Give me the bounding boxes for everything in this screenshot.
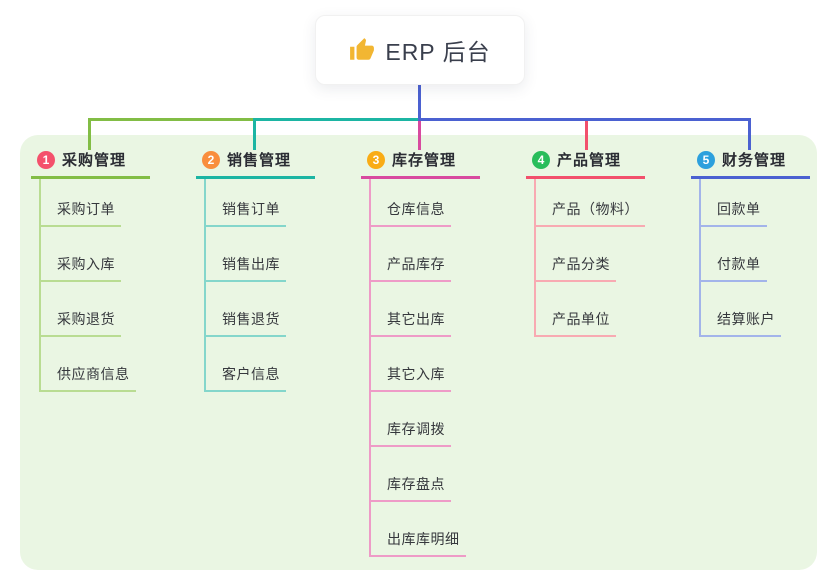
node-purchase-return[interactable]: 采购退货: [41, 282, 121, 337]
branch-purchase: 1 采购管理 采购订单 采购入库 采购退货 供应商信息: [31, 149, 150, 392]
branch-inventory: 3 库存管理 仓库信息 产品库存 其它出库 其它入库 库存调拨 库存盘点 出库库…: [361, 149, 480, 557]
node-supplier-info[interactable]: 供应商信息: [41, 337, 136, 392]
node-receipt-bill[interactable]: 回款单: [701, 179, 767, 227]
node-payment-bill[interactable]: 付款单: [701, 227, 767, 282]
drop-connector-finance: [748, 118, 751, 150]
node-product-material[interactable]: 产品（物料）: [536, 179, 645, 227]
node-stock-transfer[interactable]: 库存调拨: [371, 392, 451, 447]
node-purchase-inbound[interactable]: 采购入库: [41, 227, 121, 282]
node-product-unit[interactable]: 产品单位: [536, 282, 616, 337]
node-customer-info[interactable]: 客户信息: [206, 337, 286, 392]
branch-number-badge: 3: [367, 150, 385, 169]
branch-title-sales[interactable]: 2 销售管理: [196, 149, 315, 179]
branch-title-product[interactable]: 4 产品管理: [526, 149, 645, 179]
branch-children: 采购订单 采购入库 采购退货 供应商信息: [39, 179, 150, 392]
node-other-inbound[interactable]: 其它入库: [371, 337, 451, 392]
branches-background-panel: [20, 135, 817, 570]
branch-label: 产品管理: [557, 152, 622, 169]
branch-children: 销售订单 销售出库 销售退货 客户信息: [204, 179, 315, 392]
node-inout-stock-detail[interactable]: 出库库明细: [371, 502, 466, 557]
node-settlement-account[interactable]: 结算账户: [701, 282, 781, 337]
branch-title-inventory[interactable]: 3 库存管理: [361, 149, 480, 179]
node-sales-order[interactable]: 销售订单: [206, 179, 286, 227]
branch-label: 财务管理: [722, 152, 787, 169]
bus-segment-green: [88, 118, 256, 121]
node-sales-outbound[interactable]: 销售出库: [206, 227, 286, 282]
bus-segment-teal: [253, 118, 420, 121]
drop-connector-sales: [253, 118, 256, 150]
branch-label: 采购管理: [62, 152, 127, 169]
drop-connector-purchase: [88, 118, 91, 150]
branch-children: 产品（物料） 产品分类 产品单位: [534, 179, 645, 337]
branch-sales: 2 销售管理 销售订单 销售出库 销售退货 客户信息: [196, 149, 315, 392]
root-node-label: ERP 后台: [385, 39, 491, 65]
node-other-outbound[interactable]: 其它出库: [371, 282, 451, 337]
node-warehouse-info[interactable]: 仓库信息: [371, 179, 451, 227]
thumbs-up-icon: [350, 38, 375, 60]
branch-children: 仓库信息 产品库存 其它出库 其它入库 库存调拨 库存盘点 出库库明细: [369, 179, 480, 557]
branch-number-badge: 5: [697, 150, 715, 169]
drop-connector-inventory: [418, 121, 421, 150]
node-product-category[interactable]: 产品分类: [536, 227, 616, 282]
branch-children: 回款单 付款单 结算账户: [699, 179, 810, 337]
branch-number-badge: 1: [37, 150, 55, 169]
bus-segment-blue: [418, 118, 751, 121]
branch-number-badge: 2: [202, 150, 220, 169]
branch-title-finance[interactable]: 5 财务管理: [691, 149, 810, 179]
root-stem-connector: [418, 83, 421, 121]
branch-label: 销售管理: [227, 152, 292, 169]
branch-label: 库存管理: [392, 152, 457, 169]
branch-title-purchase[interactable]: 1 采购管理: [31, 149, 150, 179]
branch-finance: 5 财务管理 回款单 付款单 结算账户: [691, 149, 810, 337]
node-stock-taking[interactable]: 库存盘点: [371, 447, 451, 502]
node-sales-return[interactable]: 销售退货: [206, 282, 286, 337]
branch-product: 4 产品管理 产品（物料） 产品分类 产品单位: [526, 149, 645, 337]
node-product-stock[interactable]: 产品库存: [371, 227, 451, 282]
drop-connector-product: [585, 121, 588, 150]
branch-number-badge: 4: [532, 150, 550, 169]
root-node-erp[interactable]: ERP 后台: [315, 15, 525, 85]
node-purchase-order[interactable]: 采购订单: [41, 179, 121, 227]
